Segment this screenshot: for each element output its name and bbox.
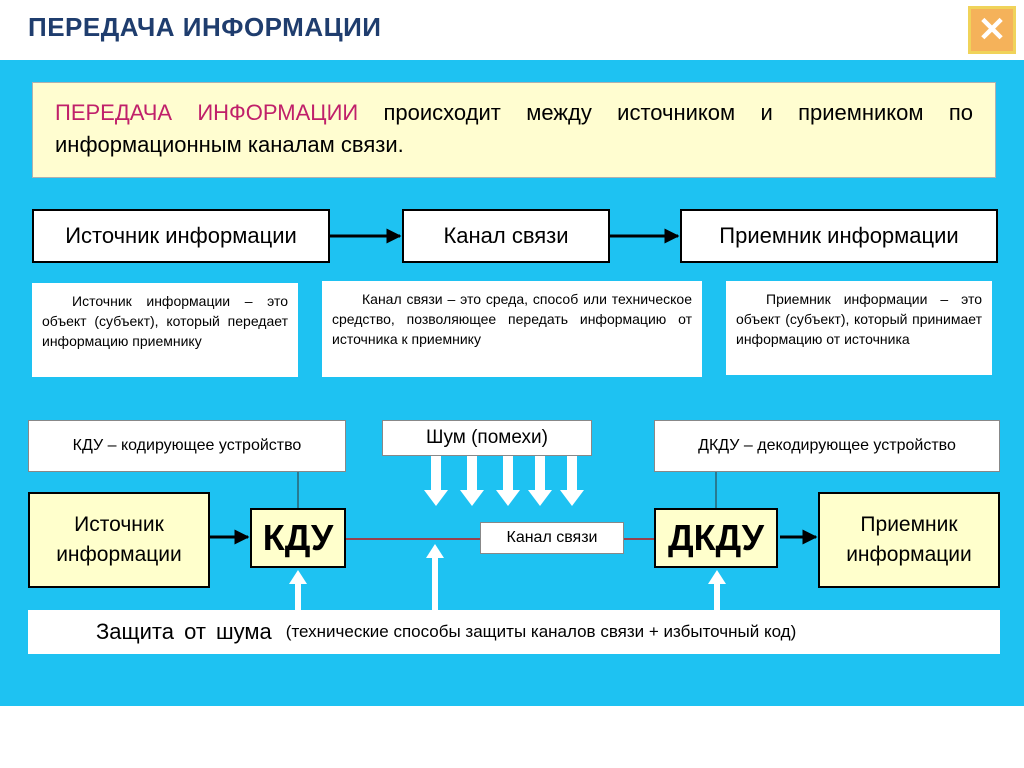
dkdu-box: ДКДУ [654,508,778,568]
definition-highlight: ПЕРЕДАЧА ИНФОРМАЦИИ [55,100,359,125]
flow-source-label: Источник информации [65,223,297,248]
definition-text: происходит между источником и приемником… [55,100,973,157]
close-button[interactable]: ✕ [968,6,1016,54]
protection-arrows [289,544,726,610]
page-title: ПЕРЕДАЧА ИНФОРМАЦИИ [28,12,382,42]
definition-box: ПЕРЕДАЧА ИНФОРМАЦИИ происходит между ист… [32,82,996,178]
flow-channel-label: Канал связи [443,223,569,248]
protection-main: Защита от шума [96,619,272,644]
source-description: Источник информации – это объект (субъек… [32,283,298,377]
noise-arrows [424,456,584,506]
dkdu-definition-label: ДКДУ – декодирующее устройство [654,420,1000,472]
flow-receiver-box: Приемник информации [680,209,998,263]
protection-detail: (технические способы защиты каналов связ… [285,622,797,641]
scheme-channel-label: Канал связи [480,522,624,554]
scheme-receiver-box: Приемник информации [818,492,1000,588]
scheme-source-box: Источник информации [28,492,210,588]
channel-description: Канал связи – это среда, способ или техн… [322,281,702,377]
flow-receiver-label: Приемник информации [719,223,959,248]
flow-channel-box: Канал связи [402,209,610,263]
kdu-definition-label: КДУ – кодирующее устройство [28,420,346,472]
receiver-description: Приемник информации – это объект (субъек… [726,281,992,375]
noise-label: Шум (помехи) [382,420,592,456]
flow-source-box: Источник информации [32,209,330,263]
noise-protection-bar: Защита от шума (технические способы защи… [28,610,1000,654]
kdu-box: КДУ [250,508,346,568]
close-icon: ✕ [977,11,1007,49]
